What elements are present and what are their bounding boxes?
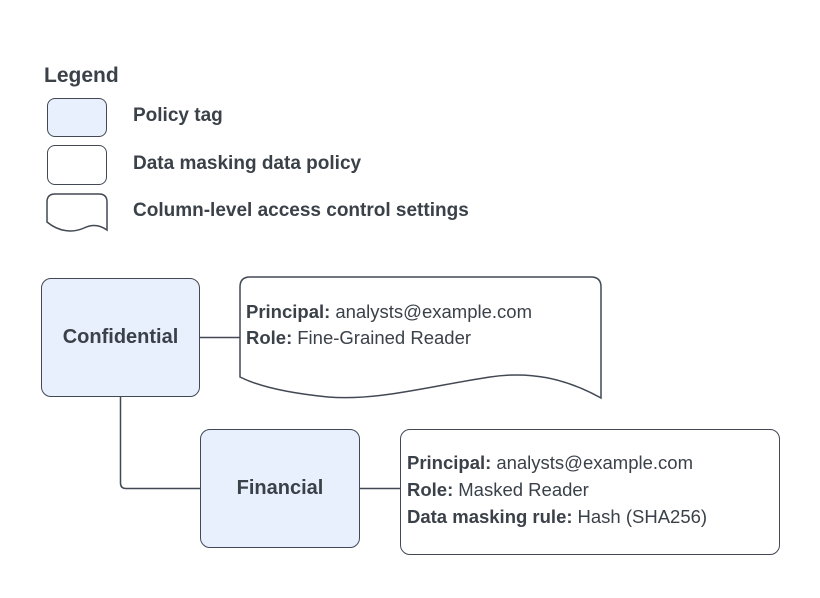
- role-value: Masked Reader: [458, 479, 589, 500]
- masking-rule-line: Data masking rule:Hash (SHA256): [407, 503, 773, 530]
- policy-tag-financial-label: Financial: [236, 477, 324, 499]
- principal-value: analysts@example.com: [496, 452, 693, 473]
- policy-tag-confidential-label: Confidential: [62, 326, 179, 348]
- access-control-settings-text: Principal:analysts@example.com Role:Fine…: [246, 299, 532, 351]
- access-control-role-line: Role:Fine-Grained Reader: [246, 325, 532, 351]
- policy-tag-confidential: Confidential: [41, 278, 200, 397]
- policy-tag-swatch: [47, 98, 107, 137]
- data-policy-swatch: [47, 145, 107, 185]
- role-label: Role:: [246, 327, 293, 348]
- masking-role-line: Role:Masked Reader: [407, 476, 773, 503]
- principal-label: Principal:: [407, 452, 492, 473]
- legend-label-policy-tag: Policy tag: [133, 105, 223, 126]
- masking-rule-value: Hash (SHA256): [577, 506, 708, 527]
- data-masking-policy-box: Principal:analysts@example.com Role:Mask…: [400, 429, 780, 555]
- connector-confidential-financial: [119, 397, 200, 490]
- role-value: Fine-Grained Reader: [297, 327, 472, 348]
- masking-principal-line: Principal:analysts@example.com: [407, 449, 773, 476]
- principal-label: Principal:: [246, 301, 331, 322]
- legend-label-data-policy: Data masking data policy: [133, 153, 362, 174]
- role-label: Role:: [407, 479, 454, 500]
- access-control-principal-line: Principal:analysts@example.com: [246, 299, 532, 325]
- access-control-shape: [239, 276, 602, 400]
- legend-title: Legend: [44, 64, 119, 87]
- policy-tag-financial: Financial: [200, 429, 360, 548]
- masking-rule-label: Data masking rule:: [407, 506, 573, 527]
- legend-label-access-control: Column-level access control settings: [133, 200, 469, 221]
- access-control-swatch: [46, 193, 108, 232]
- principal-value: analysts@example.com: [335, 301, 532, 322]
